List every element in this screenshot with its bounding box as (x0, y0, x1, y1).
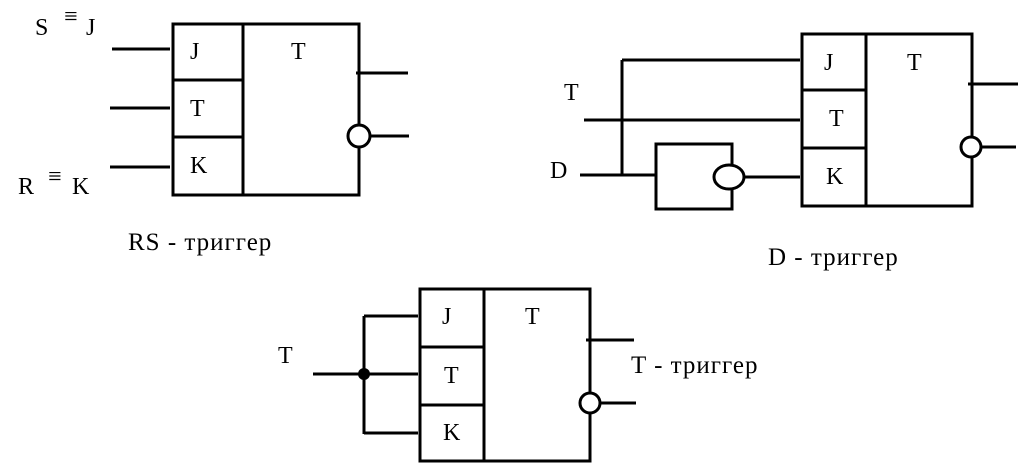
rs-trigger-title: T (291, 39, 306, 65)
t-trigger-pin-j: J (442, 304, 451, 330)
d-trigger-input-t-label: T (564, 80, 579, 106)
d-trigger: J T K T T D D - триггер (550, 32, 1018, 271)
d-trigger-pin-j: J (824, 50, 833, 76)
rs-trigger-pin-j: J (190, 39, 199, 65)
d-trigger-body (800, 32, 974, 208)
rs-trigger-label-r-k: K (72, 174, 90, 200)
rs-trigger-label-s: S (35, 15, 48, 41)
rs-trigger-body (171, 22, 361, 197)
t-trigger-caption: T - триггер (631, 352, 759, 379)
rs-trigger-label-s-j: J (86, 15, 95, 41)
d-trigger-inverted-output-bubble (959, 135, 983, 159)
t-trigger-pin-k: K (443, 420, 461, 446)
t-trigger-title: T (525, 304, 540, 330)
rs-trigger-pin-t: T (190, 96, 205, 122)
t-trigger-pin-t: T (444, 363, 459, 389)
t-trigger-body (418, 287, 592, 463)
rs-trigger-pin-k: K (190, 153, 208, 179)
d-trigger-caption: D - триггер (768, 244, 899, 271)
d-trigger-pin-k: K (826, 164, 844, 190)
rs-trigger-equiv-r: ≡ (48, 164, 62, 190)
rs-trigger: J T K T S ≡ J R ≡ K RS - триггер (18, 4, 409, 256)
d-trigger-input-d-label: D (550, 158, 567, 184)
t-trigger-input-t-label: T (278, 343, 293, 369)
t-trigger-inverted-output-bubble (578, 391, 602, 415)
rs-trigger-label-r: R (18, 174, 34, 200)
t-trigger: J T K T T T - триггер (278, 287, 759, 463)
d-trigger-pin-t: T (829, 106, 844, 132)
d-trigger-title: T (907, 50, 922, 76)
d-trigger-inverter-bubble (712, 163, 746, 191)
t-trigger-junction-dot (358, 368, 370, 380)
rs-trigger-inverted-output-bubble (346, 123, 372, 149)
rs-trigger-caption: RS - триггер (128, 229, 272, 256)
rs-trigger-equiv-s: ≡ (64, 4, 78, 30)
